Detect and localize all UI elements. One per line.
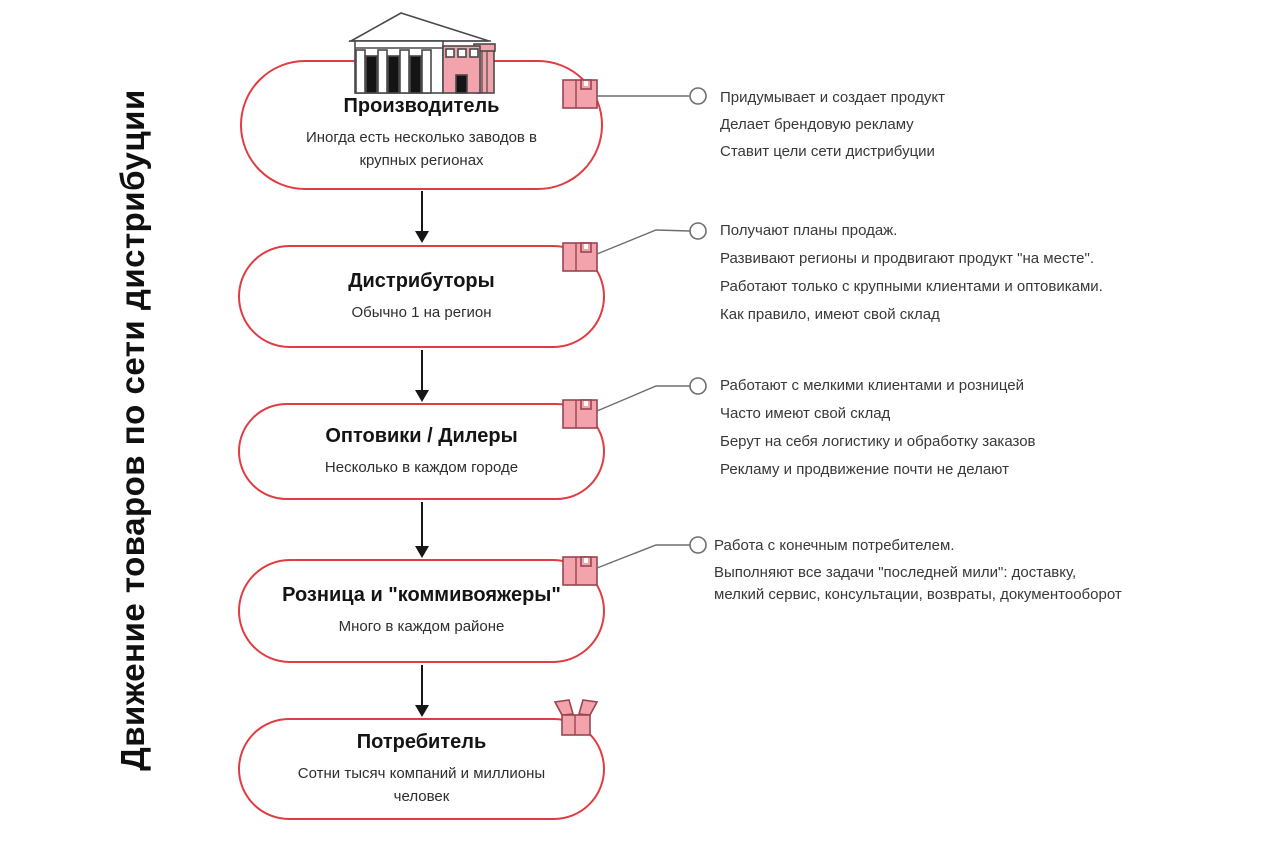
node-subtitle: Несколько в каждом городе <box>324 458 519 476</box>
connector-circle-icon <box>689 536 707 554</box>
annotation-line: Ставит цели сети дистрибуции <box>720 143 935 160</box>
closed-box-icon <box>562 556 598 586</box>
closed-box-icon <box>562 399 598 429</box>
diagram-title: Движение товаров по сети дистрибуции <box>114 89 151 771</box>
node-title: Потребитель <box>356 731 487 753</box>
node-retail: Розница и "коммивояжеры" Много в каждом … <box>238 559 605 663</box>
annotation-line: Развивают регионы и продвигают продукт "… <box>720 250 1094 267</box>
node-subtitle: Иногда есть несколько заводов в крупных … <box>305 129 538 169</box>
node-subtitle: Сотни тысяч компаний и миллионы человек <box>297 765 546 805</box>
node-wholesalers: Оптовики / Дилеры Несколько в каждом гор… <box>238 403 605 500</box>
annotation-wholesalers: Работают с мелкими клиентами и розницей … <box>720 372 1036 484</box>
annotation-paragraph: Выполняют все задачи "последней мили": д… <box>714 564 1122 603</box>
annotation-line: Работают с мелкими клиентами и розницей <box>720 377 1024 394</box>
flow-arrow-down-icon <box>415 665 429 717</box>
annotation-distributors: Получают планы продаж. Развивают регионы… <box>720 217 1103 329</box>
node-title: Дистрибуторы <box>348 269 495 292</box>
connector-line <box>596 229 691 255</box>
node-title: Розница и "коммивояжеры" <box>282 584 561 607</box>
node-consumer: Потребитель Сотни тысяч компаний и милли… <box>238 718 605 820</box>
connector-line <box>596 544 690 569</box>
flow-arrow-down-icon <box>415 191 429 243</box>
node-distributors: Дистрибуторы Обычно 1 на регион <box>238 245 605 348</box>
annotation-line: Рекламу и продвижение почти не делают <box>720 461 1009 478</box>
node-title: Производитель <box>343 95 500 117</box>
annotation-line: Работают только с крупными клиентами и о… <box>720 278 1103 295</box>
node-title: Оптовики / Дилеры <box>325 424 518 447</box>
closed-box-icon <box>562 79 598 109</box>
factory-building-icon <box>347 12 496 94</box>
closed-box-icon <box>562 242 598 272</box>
annotation-retail: Работа с конечным потребителем. Выполняю… <box>714 532 1126 606</box>
node-subtitle: Много в каждом районе <box>338 618 505 636</box>
annotation-line: Делает брендовую рекламу <box>720 116 914 133</box>
annotation-line: Часто имеют свой склад <box>720 405 891 422</box>
annotation-line: Работа с конечным потребителем. <box>714 537 955 554</box>
connector-circle-icon <box>689 87 707 105</box>
connector-line <box>596 385 690 412</box>
flow-arrow-down-icon <box>415 350 429 402</box>
annotation-manufacturer: Придумывает и создает продукт Делает бре… <box>720 84 945 165</box>
annotation-line: Берут на себя логистику и обработку зака… <box>720 433 1036 450</box>
connector-circle-icon <box>689 377 707 395</box>
annotation-line: Получают планы продаж. <box>720 222 898 239</box>
annotation-line: Как правило, имеют свой склад <box>720 306 940 323</box>
node-subtitle: Обычно 1 на регион <box>351 303 492 321</box>
flow-arrow-down-icon <box>415 502 429 558</box>
connector-circle-icon <box>689 222 707 240</box>
annotation-line: Придумывает и создает продукт <box>720 89 945 106</box>
open-box-icon <box>553 699 599 736</box>
